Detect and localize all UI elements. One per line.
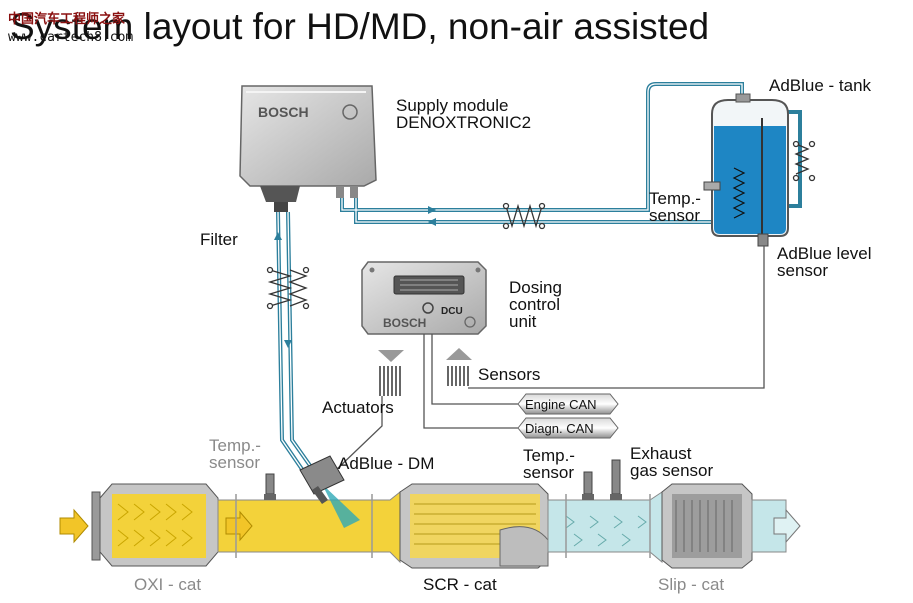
label-oxi-cat: OXI - cat — [134, 575, 202, 594]
label-adblue-level-sensor: AdBlue level sensor — [777, 244, 872, 280]
tank-liquid — [714, 126, 786, 234]
bosch-logo-icon — [464, 316, 476, 328]
heater-coil-tank-return — [792, 140, 816, 182]
supply-module: BOSCH — [239, 85, 377, 212]
diagn-can-label: Diagn. CAN — [525, 421, 594, 436]
dosing-module — [299, 455, 345, 504]
label-temp-sensor-right: Temp.- sensor — [523, 446, 575, 482]
bosch-logo-icon — [342, 104, 358, 120]
tank-level-sensor — [757, 233, 769, 247]
adblue-spray — [322, 484, 360, 528]
label-sensors: Sensors — [478, 365, 541, 384]
wiring — [335, 246, 765, 471]
exhaust-outlet-arrow-icon — [773, 508, 801, 544]
actuators-signal-bars — [379, 366, 401, 396]
flow-arrows — [274, 206, 436, 348]
sensors-signal-bars — [447, 366, 469, 386]
label-scr-cat: SCR - cat — [423, 575, 497, 594]
actuators-arrow-icon — [378, 350, 404, 362]
filter-housing — [260, 186, 300, 202]
watermark-line1: 中国汽车工程师之家 — [8, 12, 126, 27]
dcu-brand: BOSCH — [383, 316, 426, 330]
diagn-can-tag: Diagn. CAN — [517, 417, 619, 439]
label-filter: Filter — [200, 230, 238, 249]
heater-coil-horizontal — [502, 202, 546, 230]
supply-module-brand: BOSCH — [258, 104, 309, 120]
dcu-badge: DCU — [441, 306, 463, 317]
exhaust-system — [59, 483, 801, 569]
engine-can-tag: Engine CAN — [517, 393, 619, 415]
label-exhaust-gas-sensor: Exhaust gas sensor — [630, 444, 714, 480]
label-dcu: Dosing control unit — [509, 278, 562, 331]
page-title: System layout for HD/MD, non-air assiste… — [10, 6, 710, 47]
label-adblue-tank: AdBlue - tank — [769, 76, 872, 95]
label-temp-sensor-left: Temp.- sensor — [209, 436, 261, 472]
temp-sensor-left-probe — [264, 473, 276, 500]
tank-temp-sensor — [703, 181, 721, 191]
exhaust-gas-sensor-probe — [610, 459, 622, 500]
dosing-control-unit: BOSCH DCU — [361, 261, 487, 335]
label-actuators: Actuators — [322, 398, 394, 417]
sensors-arrow-icon — [446, 348, 472, 360]
label-adblue-dm: AdBlue - DM — [338, 454, 435, 473]
exhaust-inlet-arrow-icon — [59, 508, 89, 544]
label-supply-module: Supply module DENOXTRONIC2 — [396, 96, 532, 132]
engine-can-label: Engine CAN — [525, 397, 597, 412]
label-slip-cat: Slip - cat — [658, 575, 725, 594]
temp-sensor-right-probe — [582, 471, 594, 500]
watermark-line2: www.cartech8.com — [8, 30, 134, 45]
heater-coil-vertical — [266, 266, 310, 310]
label-temp-sensor-tank: Temp.- sensor — [649, 189, 701, 225]
adblue-tank — [703, 93, 789, 247]
